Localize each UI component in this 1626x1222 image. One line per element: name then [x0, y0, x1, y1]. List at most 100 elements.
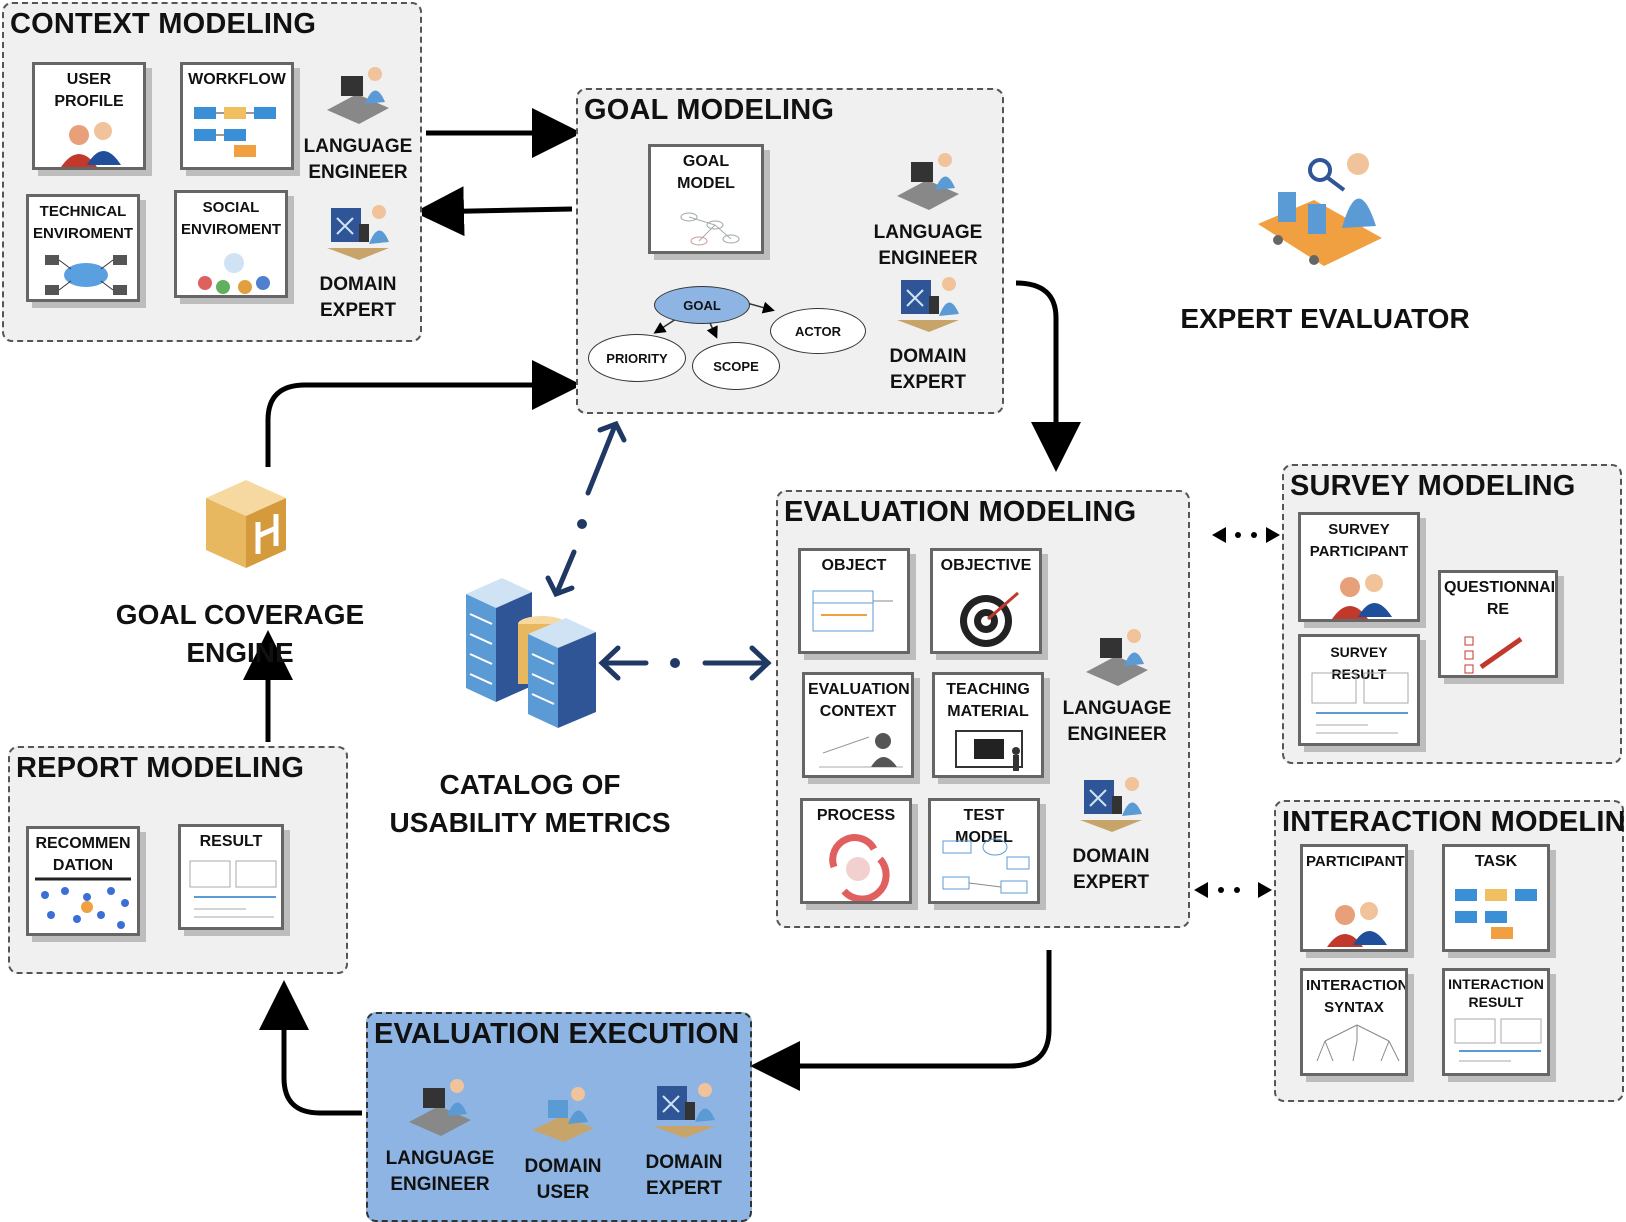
interaction-result-card[interactable]: INTERACTION RESULT	[1442, 968, 1550, 1076]
user-at-screen-icon	[819, 733, 903, 768]
card-label: USER PROFILE	[54, 71, 124, 110]
evaluation-language-engineer: LANGUAGE ENGINEER	[1054, 626, 1180, 748]
card-label: WORKFLOW	[188, 71, 286, 88]
role-label: LANGUAGE ENGINEER	[1062, 698, 1172, 745]
computer-user-icon	[1086, 629, 1148, 686]
recommendation-card[interactable]: RECOMMEN DATION	[26, 826, 140, 936]
report-result-card[interactable]: RESULT	[178, 824, 284, 930]
card-label: INTERACTION RESULT	[1448, 976, 1544, 1010]
document-thumbnail-icon	[1454, 1018, 1542, 1062]
card-label: TASK	[1474, 853, 1518, 870]
panel-title: REPORT MODELING	[16, 752, 305, 784]
role-label: DOMAIN EXPERT	[319, 274, 397, 321]
role-label: DOMAIN USER	[524, 1156, 602, 1203]
catalog-label: CATALOG OF USABILITY METRICS	[389, 769, 671, 838]
participant-card[interactable]: PARTICIPANT	[1300, 844, 1408, 952]
scope-node: SCOPE	[692, 342, 780, 390]
computer-user-icon	[327, 67, 389, 124]
card-label: TEACHING MATERIAL	[946, 681, 1030, 720]
card-label: INTERACTION SYNTAX	[1306, 977, 1408, 1016]
technical-environment-card[interactable]: TECHNICAL ENVIROMENT	[26, 194, 140, 302]
card-label: QUESTIONNAI RE	[1444, 579, 1556, 618]
actor-node: ACTOR	[770, 308, 866, 354]
goal-domain-expert: DOMAIN EXPERT	[868, 274, 988, 396]
role-label: DOMAIN EXPERT	[645, 1152, 723, 1199]
computer-user-icon	[409, 1079, 471, 1136]
arrow-goal-to-evaluation	[1015, 280, 1081, 472]
priority-node: PRIORITY	[588, 334, 686, 382]
card-label: GOAL MODEL	[677, 153, 735, 192]
card-label: SURVEY RESULT	[1330, 644, 1388, 682]
arrow-execution-to-report	[259, 980, 362, 1116]
network-icon	[45, 255, 127, 295]
objective-card[interactable]: OBJECTIVE	[930, 548, 1042, 654]
graph-thumbnail-icon	[680, 212, 740, 246]
task-card[interactable]: TASK	[1442, 844, 1550, 952]
role-label: LANGUAGE ENGINEER	[873, 222, 983, 269]
expert-evaluator-label: EXPERT EVALUATOR	[1180, 303, 1470, 334]
interaction-modeling-panel: INTERACTION MODELING PARTICIPANT TASK IN…	[1274, 800, 1626, 1102]
card-label: TECHNICAL ENVIROMENT	[32, 203, 133, 242]
goal-node: GOAL	[654, 286, 750, 324]
role-label: LANGUAGE ENGINEER	[385, 1148, 495, 1195]
context-language-engineer: LANGUAGE ENGINEER	[302, 64, 414, 186]
domain-expert-icon	[653, 1083, 715, 1138]
survey-participant-card[interactable]: SURVEY PARTICIPANT	[1298, 512, 1420, 622]
tree-diagram-icon	[1316, 1024, 1400, 1062]
goal-model-card[interactable]: GOAL MODEL	[648, 144, 764, 254]
arrow-catalog-evaluation	[598, 645, 772, 681]
cycle-icon	[829, 834, 890, 901]
report-modeling-panel: REPORT MODELING RECOMMEN DATION RESULT	[8, 746, 348, 974]
evaluation-execution-panel: EVALUATION EXECUTION LANGUAGE ENGINEER D…	[366, 1012, 752, 1222]
expert-evaluator-icon	[1258, 153, 1382, 266]
box-package-icon	[206, 480, 286, 568]
questionnaire-card[interactable]: QUESTIONNAI RE	[1438, 570, 1558, 678]
domain-expert-icon	[897, 277, 959, 332]
document-thumbnail-icon	[189, 860, 277, 918]
document-thumbnail-icon	[1311, 672, 1409, 734]
panel-title: INTERACTION MODELING	[1282, 806, 1626, 838]
social-environment-card[interactable]: SOCIAL ENVIROMENT	[174, 190, 288, 298]
goal-language-engineer: LANGUAGE ENGINEER	[868, 150, 988, 272]
arrow-goal-to-context	[414, 186, 573, 237]
workflow-icon	[1455, 889, 1537, 939]
role-label: LANGUAGE ENGINEER	[303, 136, 413, 183]
diagram-thumbnail-icon	[812, 590, 893, 632]
survey-result-card[interactable]: SURVEY RESULT	[1298, 634, 1420, 746]
card-label: SURVEY PARTICIPANT	[1309, 521, 1409, 560]
evaluation-modeling-panel: EVALUATION MODELING OBJECT OBJECTIVE EVA…	[776, 490, 1190, 928]
panel-title: CONTEXT MODELING	[10, 8, 317, 40]
interaction-syntax-card[interactable]: INTERACTION SYNTAX	[1300, 968, 1408, 1076]
people-icon	[1327, 902, 1387, 947]
social-icon	[198, 253, 270, 294]
workflow-card[interactable]: WORKFLOW	[180, 62, 294, 170]
card-label: EVALUATION CONTEXT	[808, 681, 910, 720]
target-icon	[960, 591, 1019, 647]
card-label: OBJECTIVE	[940, 557, 1032, 574]
arrow-engine-to-goal	[265, 360, 582, 467]
object-card[interactable]: OBJECT	[798, 548, 910, 654]
goal-coverage-engine-label: GOAL COVERAGE ENGINE	[115, 599, 365, 668]
user-profile-card[interactable]: USER PROFILE	[32, 62, 146, 170]
workflow-icon	[194, 107, 276, 157]
goal-modeling-panel: GOAL MODELING GOAL MODEL GOAL ACTOR PRIO…	[576, 88, 1004, 414]
evaluation-context-card[interactable]: EVALUATION CONTEXT	[802, 672, 914, 778]
network-map-icon	[35, 877, 131, 929]
teaching-material-card[interactable]: TEACHING MATERIAL	[932, 672, 1044, 778]
execution-domain-expert: DOMAIN EXPERT	[624, 1080, 744, 1202]
survey-modeling-panel: SURVEY MODELING SURVEY PARTICIPANT QUEST…	[1282, 464, 1622, 764]
context-modeling-panel: CONTEXT MODELING USER PROFILE WORKFLOW T…	[2, 2, 422, 342]
process-card[interactable]: PROCESS	[800, 798, 912, 904]
server-database-icon	[466, 578, 596, 728]
card-label: PROCESS	[816, 807, 896, 824]
checklist-icon	[1464, 636, 1523, 674]
context-domain-expert: DOMAIN EXPERT	[302, 202, 414, 324]
test-model-card[interactable]: TEST MODEL	[928, 798, 1040, 904]
execution-domain-user: DOMAIN USER	[508, 1084, 618, 1206]
people-icon	[1332, 574, 1392, 619]
panel-title: EVALUATION EXECUTION	[374, 1018, 740, 1050]
domain-expert-icon	[327, 205, 389, 260]
arrow-catalog-goal	[545, 420, 627, 598]
card-label: TEST MODEL	[955, 807, 1013, 846]
card-label: RESULT	[199, 833, 263, 850]
